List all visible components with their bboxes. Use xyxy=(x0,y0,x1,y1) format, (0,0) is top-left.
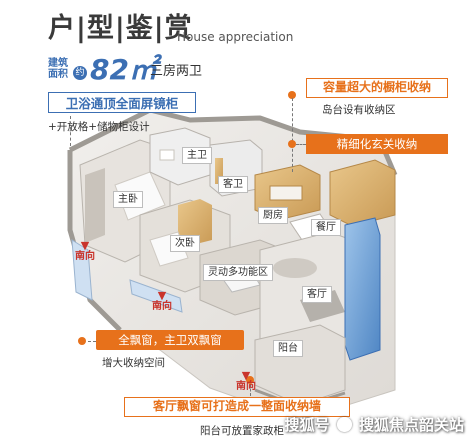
area-label: 建筑面积 xyxy=(48,58,68,80)
leader-living-bay xyxy=(250,384,251,396)
callout-balcony-note: 阳台可放置家政柜 xyxy=(200,425,284,437)
room-second-bed: 次卧 xyxy=(170,235,200,252)
callout-bath-mirror: 卫浴通顶全面屏镜柜 xyxy=(48,92,196,113)
room-dining: 餐厅 xyxy=(311,219,341,236)
callout-entry: 精细化玄关收纳 xyxy=(306,134,448,154)
kitchen-counter xyxy=(269,185,303,201)
sohu-logo-icon xyxy=(336,417,352,432)
guest-bath-cabinet xyxy=(215,158,223,184)
living-bay-storage xyxy=(344,217,381,361)
room-flex-area: 灵动多功能区 xyxy=(203,264,273,281)
area-about-badge: 约 xyxy=(73,66,87,80)
second-bedroom-wardrobe xyxy=(178,199,212,246)
cabinet-dot xyxy=(288,91,296,99)
area-layout: 三房两卫 xyxy=(150,64,203,79)
page-title: 户|型|鉴|赏 xyxy=(48,13,193,44)
bay-dot xyxy=(78,337,86,345)
callout-bath-note: +开放格+储物柜设计 xyxy=(48,121,150,133)
entry-cabinet xyxy=(329,159,396,227)
room-master-bath: 主卫 xyxy=(182,147,212,164)
leader-bay xyxy=(88,341,96,342)
leader-cabinet xyxy=(292,98,293,172)
callout-living-bay: 客厅飘窗可打造成一整面收纳墙 xyxy=(124,397,350,417)
room-kitchen: 厨房 xyxy=(258,207,288,224)
callout-storage: 增大收纳空间 xyxy=(102,357,165,369)
callout-cabinet: 容量超大的橱柜收纳 xyxy=(306,78,448,98)
master-bay-window xyxy=(71,239,93,301)
south-marker-living: ▼ 南向 xyxy=(236,369,256,392)
entry-dot xyxy=(288,140,296,148)
living-room-rug xyxy=(273,258,317,278)
south-arrow-icon: ▼ xyxy=(80,239,90,252)
master-bedroom-cabinet xyxy=(85,168,105,243)
second-bay-window xyxy=(129,279,183,313)
room-balcony: 阳台 xyxy=(273,340,303,357)
master-bath-fixture xyxy=(159,149,175,161)
south-marker-second: ▼ 南向 xyxy=(152,289,172,312)
leader-entry xyxy=(296,144,306,145)
south-arrow-icon: ▼ xyxy=(241,369,251,382)
south-marker-master: ▼ 南向 xyxy=(75,239,95,262)
page-subtitle: House appreciation xyxy=(177,30,294,44)
room-living: 客厅 xyxy=(302,286,332,303)
room-master-bed: 主卧 xyxy=(113,191,143,208)
watermark: 搜狐号 搜狐焦点韶关站 xyxy=(284,416,465,434)
room-guest-bath: 客卫 xyxy=(218,176,248,193)
callout-island: 岛台设有收纳区 xyxy=(322,104,396,116)
living-bay-dot xyxy=(246,376,254,384)
area-value: 82㎡ xyxy=(90,53,157,86)
leader-bath xyxy=(70,116,71,146)
south-arrow-icon: ▼ xyxy=(157,289,167,302)
callout-bay-window: 全飘窗，主卫双飘窗 xyxy=(96,330,244,350)
